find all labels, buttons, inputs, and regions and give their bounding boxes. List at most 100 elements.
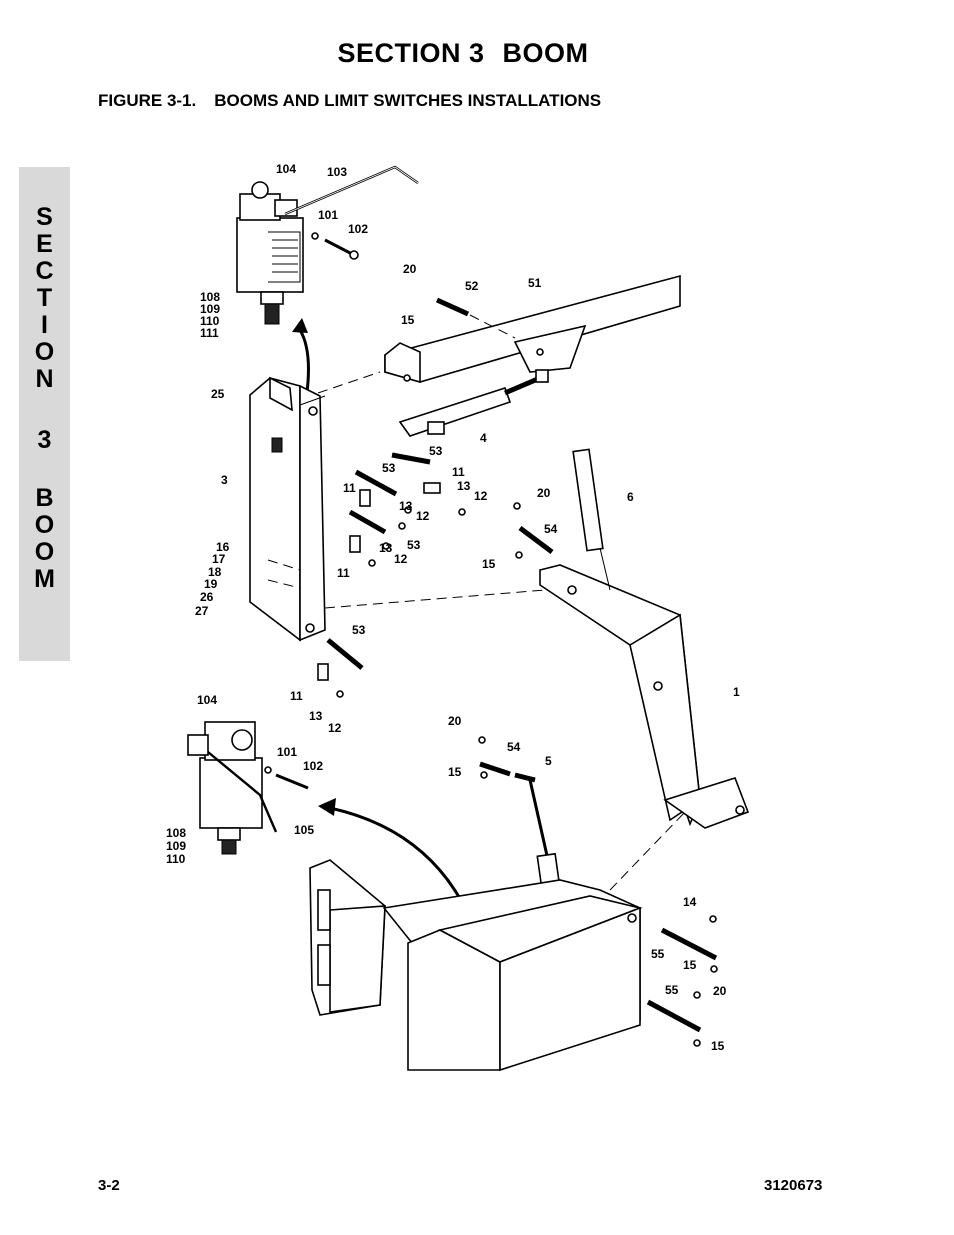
callout-53: 53 <box>352 623 366 637</box>
section-word: SECTION 3 <box>337 38 485 68</box>
figure-number: FIGURE 3-1. <box>98 91 197 110</box>
callout-labels: 104 103 101 102 108 109 110 111 20 52 51… <box>166 162 740 1053</box>
side-tab-letter: T <box>36 284 53 312</box>
callout-51: 51 <box>528 276 542 290</box>
callout-109: 109 <box>166 839 186 853</box>
page-number: 3-2 <box>98 1177 120 1194</box>
callout-6: 6 <box>627 490 634 504</box>
callout-12: 12 <box>474 489 488 503</box>
tower-boom-3 <box>249 376 326 642</box>
side-tab-letter: S <box>36 203 53 231</box>
callout-11: 11 <box>343 481 356 495</box>
callout-53: 53 <box>429 444 443 458</box>
callout-4: 4 <box>480 431 487 445</box>
callout-13: 13 <box>309 709 323 723</box>
callout-55: 55 <box>651 947 665 961</box>
figure-caption: FIGURE 3-1. BOOMS AND LIMIT SWITCHES INST… <box>98 91 601 111</box>
callout-110: 110 <box>200 314 220 328</box>
callout-19: 19 <box>204 577 218 591</box>
cylinder-5 <box>528 779 562 897</box>
callout-12: 12 <box>416 509 430 523</box>
actuator-rod-103 <box>284 165 419 216</box>
callout-13: 13 <box>457 479 471 493</box>
callout-101: 101 <box>318 208 338 222</box>
callout-101: 101 <box>277 745 297 759</box>
pin-53-set <box>317 452 466 698</box>
section-side-tab: S E C T I O N 3 B O O M <box>19 167 70 661</box>
callout-105: 105 <box>294 823 314 837</box>
callout-15: 15 <box>482 557 496 571</box>
callout-13: 13 <box>399 499 413 513</box>
pin-54-lower <box>478 736 536 783</box>
side-tab-letter: E <box>36 230 53 258</box>
cylinder-4 <box>398 369 549 437</box>
callout-54: 54 <box>544 522 558 536</box>
callout-26: 26 <box>200 590 214 604</box>
section-name: BOOM <box>502 38 589 68</box>
callout-20: 20 <box>448 714 462 728</box>
base-frame <box>309 859 643 1072</box>
boom-link-line <box>317 371 381 394</box>
callout-52: 52 <box>465 279 479 293</box>
section-title: SECTION 3 BOOM <box>0 38 926 69</box>
base-link-line <box>609 811 686 891</box>
callout-12: 12 <box>394 552 408 566</box>
side-tab-letter: O <box>34 538 55 566</box>
pin-52 <box>435 297 516 339</box>
pin-54-upper <box>513 502 554 559</box>
side-tab-letter: N <box>35 365 54 393</box>
arrow-head-upper <box>292 318 308 333</box>
side-tab-letter: M <box>34 565 55 593</box>
callout-15: 15 <box>683 958 697 972</box>
callout-20: 20 <box>403 262 417 276</box>
callout-1: 1 <box>733 685 740 699</box>
callout-53: 53 <box>382 461 396 475</box>
callout-102: 102 <box>348 222 368 236</box>
callout-17: 17 <box>212 552 226 566</box>
callout-12: 12 <box>328 721 342 735</box>
callout-3: 3 <box>221 473 228 487</box>
side-tab-letter: C <box>35 257 54 285</box>
callout-20: 20 <box>537 486 551 500</box>
callout-110: 110 <box>166 852 186 866</box>
callout-11: 11 <box>337 566 350 580</box>
cylinder-6 <box>572 448 611 591</box>
lower-limit-switch <box>187 721 309 855</box>
callout-11: 11 <box>452 465 465 479</box>
callout-104: 104 <box>276 162 296 176</box>
side-tab-letter: 3 <box>37 426 52 454</box>
side-tab-letter: O <box>34 338 55 366</box>
figure-title-text: BOOMS AND LIMIT SWITCHES INSTALLATIONS <box>214 91 602 110</box>
upper-boom-51 <box>384 274 681 384</box>
lower-boom-1 <box>539 564 750 829</box>
callout-18: 18 <box>208 565 222 579</box>
callout-13: 13 <box>379 541 393 555</box>
lower-boom-link-line <box>324 589 546 609</box>
callout-109: 109 <box>200 302 220 316</box>
callout-54: 54 <box>507 740 521 754</box>
callout-11: 11 <box>290 689 303 703</box>
callout-25: 25 <box>211 387 225 401</box>
callout-104: 104 <box>197 693 217 707</box>
exploded-parts-diagram: 104 103 101 102 108 109 110 111 20 52 51… <box>166 162 750 1072</box>
side-tab-letter: I <box>41 311 48 339</box>
callout-111: 111 <box>200 326 219 340</box>
side-tab-letter: O <box>34 511 55 539</box>
callout-108: 108 <box>200 290 220 304</box>
upper-limit-switch <box>236 181 304 325</box>
callout-15: 15 <box>401 313 415 327</box>
callout-108: 108 <box>166 826 186 840</box>
callout-15: 15 <box>448 765 462 779</box>
callout-5: 5 <box>545 754 552 768</box>
callout-15: 15 <box>711 1039 725 1053</box>
callout-27: 27 <box>195 604 209 618</box>
callout-20: 20 <box>713 984 727 998</box>
callout-53: 53 <box>407 538 421 552</box>
callout-103: 103 <box>327 165 347 179</box>
pin-55-set <box>646 915 718 1047</box>
removal-arrow-upper <box>298 329 310 393</box>
screw-102-upper <box>311 232 359 260</box>
callout-102: 102 <box>303 759 323 773</box>
callout-14: 14 <box>683 895 697 909</box>
document-number: 3120673 <box>764 1177 823 1194</box>
